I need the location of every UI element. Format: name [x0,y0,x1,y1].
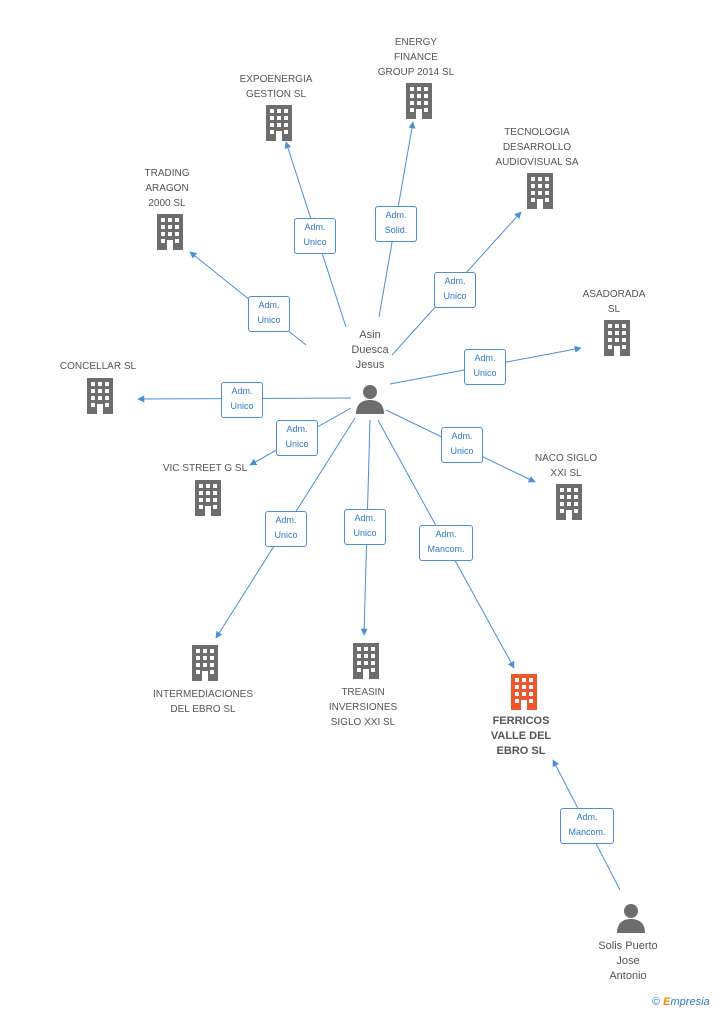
edge-role-label[interactable]: Adm. Solid. [375,206,417,242]
copyright-icon: © [652,996,661,1008]
person-name-label[interactable]: Solis Puerto Jose Antonio [598,940,658,982]
building-icon[interactable] [524,173,556,214]
company-name-label[interactable]: EXPOENERGIA GESTION SL [239,74,313,100]
building-icon[interactable] [508,674,540,715]
edge-role-label[interactable]: Adm. Unico [464,349,506,385]
edge-role-label[interactable]: Adm. Unico [221,382,263,418]
company-name-label[interactable]: CONCELLAR SL [59,361,137,372]
building-icon[interactable] [601,320,633,361]
building-icon[interactable] [189,645,221,686]
company-name-label[interactable]: TREASIN INVERSIONES SIGLO XXI SL [328,687,398,728]
company-name-label[interactable]: VIC STREET G SL [162,463,248,474]
company-name-label[interactable]: ENERGY FINANCE GROUP 2014 SL [377,37,455,78]
edge-role-label[interactable]: Adm. Mancom. [560,808,614,844]
brand-logo: Empresia [663,996,710,1008]
person-name-label[interactable]: Asin Duesca Jesus [351,329,389,371]
edge-role-label[interactable]: Adm. Unico [276,420,318,456]
company-name-label[interactable]: TECNOLOGIA DESARROLLO AUDIOVISUAL SA [495,127,579,168]
building-icon[interactable] [192,480,224,521]
edge-role-label[interactable]: Adm. Mancom. [419,525,473,561]
building-icon[interactable] [553,484,585,525]
building-icon[interactable] [403,83,435,124]
building-icon[interactable] [350,643,382,684]
building-icon[interactable] [263,105,295,146]
building-icon[interactable] [154,214,186,255]
edge-role-label[interactable]: Adm. Unico [294,218,336,254]
edge-role-label[interactable]: Adm. Unico [265,511,307,547]
edge-role-label[interactable]: Adm. Unico [248,296,290,332]
person-icon[interactable] [616,903,646,938]
company-name-label[interactable]: INTERMEDIACIONES DEL EBRO SL [152,689,254,715]
company-name-label[interactable]: TRADING ARAGON 2000 SL [144,168,190,209]
edge-role-label[interactable]: Adm. Unico [441,427,483,463]
company-name-label[interactable]: NACO SIGLO XXI SL [534,453,598,479]
footer-brand[interactable]: © Empresia [652,996,710,1008]
company-name-label[interactable]: FERRICOS VALLE DEL EBRO SL [490,715,552,757]
company-name-label[interactable]: ASADORADA SL [582,289,646,315]
person-icon[interactable] [355,384,385,419]
edge-role-label[interactable]: Adm. Unico [434,272,476,308]
building-icon[interactable] [84,378,116,419]
edge-role-label[interactable]: Adm. Unico [344,509,386,545]
